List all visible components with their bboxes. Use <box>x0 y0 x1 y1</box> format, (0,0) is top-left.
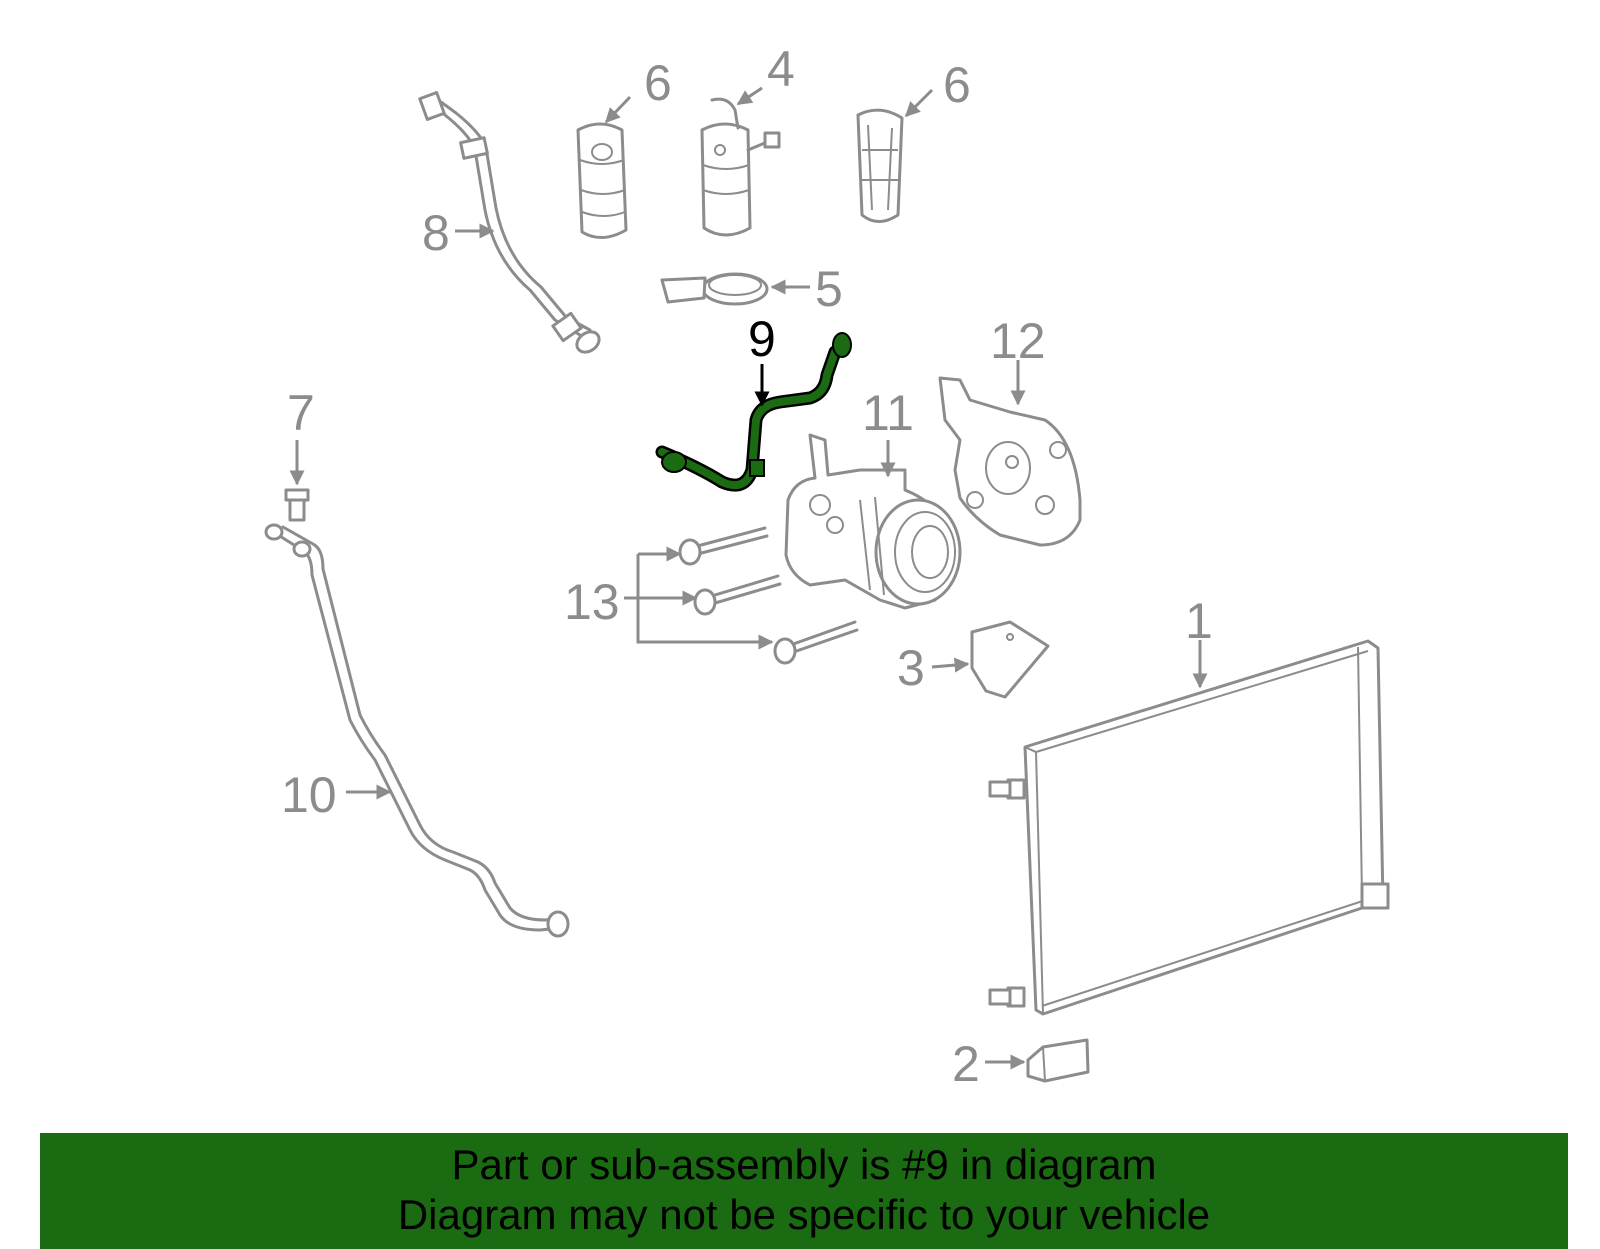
callout-labels: 1 2 3 4 5 6 6 7 8 9 10 11 12 13 <box>281 41 1213 1092</box>
callout-5: 5 <box>815 261 843 317</box>
part-5-strap <box>660 272 769 306</box>
part-10-line <box>264 523 570 938</box>
callout-8: 8 <box>422 205 450 261</box>
part-6-drier-right <box>856 108 904 223</box>
callout-6-left: 6 <box>644 55 672 111</box>
part-1-condenser <box>988 639 1390 1016</box>
banner-line-2: Diagram may not be specific to your vehi… <box>397 1191 1211 1238</box>
part-13-bolts <box>678 526 859 665</box>
part-8-hose <box>418 91 601 354</box>
part-4-accumulator <box>700 97 781 237</box>
part-12-bracket <box>938 376 1082 547</box>
callout-2: 2 <box>952 1036 980 1092</box>
callout-7: 7 <box>287 385 315 441</box>
callout-9: 9 <box>748 311 776 367</box>
part-3-bracket <box>970 620 1050 699</box>
callout-13: 13 <box>564 574 620 630</box>
callout-10: 10 <box>281 767 337 823</box>
callout-11: 11 <box>862 385 914 441</box>
callout-3: 3 <box>897 640 925 696</box>
part-11-compressor <box>784 433 962 610</box>
leader-lines <box>289 86 1208 1070</box>
part-7-valve <box>284 488 310 522</box>
callout-1: 1 <box>1185 593 1213 649</box>
part-9-hose-highlighted <box>655 332 852 492</box>
callout-4: 4 <box>767 41 795 97</box>
banner-line-1: Part or sub-assembly is #9 in diagram <box>451 1141 1157 1188</box>
part-6-drier-left <box>576 122 628 239</box>
info-banner: Part or sub-assembly is #9 in diagram Di… <box>40 1133 1568 1249</box>
callout-6-right: 6 <box>943 57 971 113</box>
part-2-insulator <box>1026 1038 1090 1083</box>
callout-12: 12 <box>990 313 1046 369</box>
